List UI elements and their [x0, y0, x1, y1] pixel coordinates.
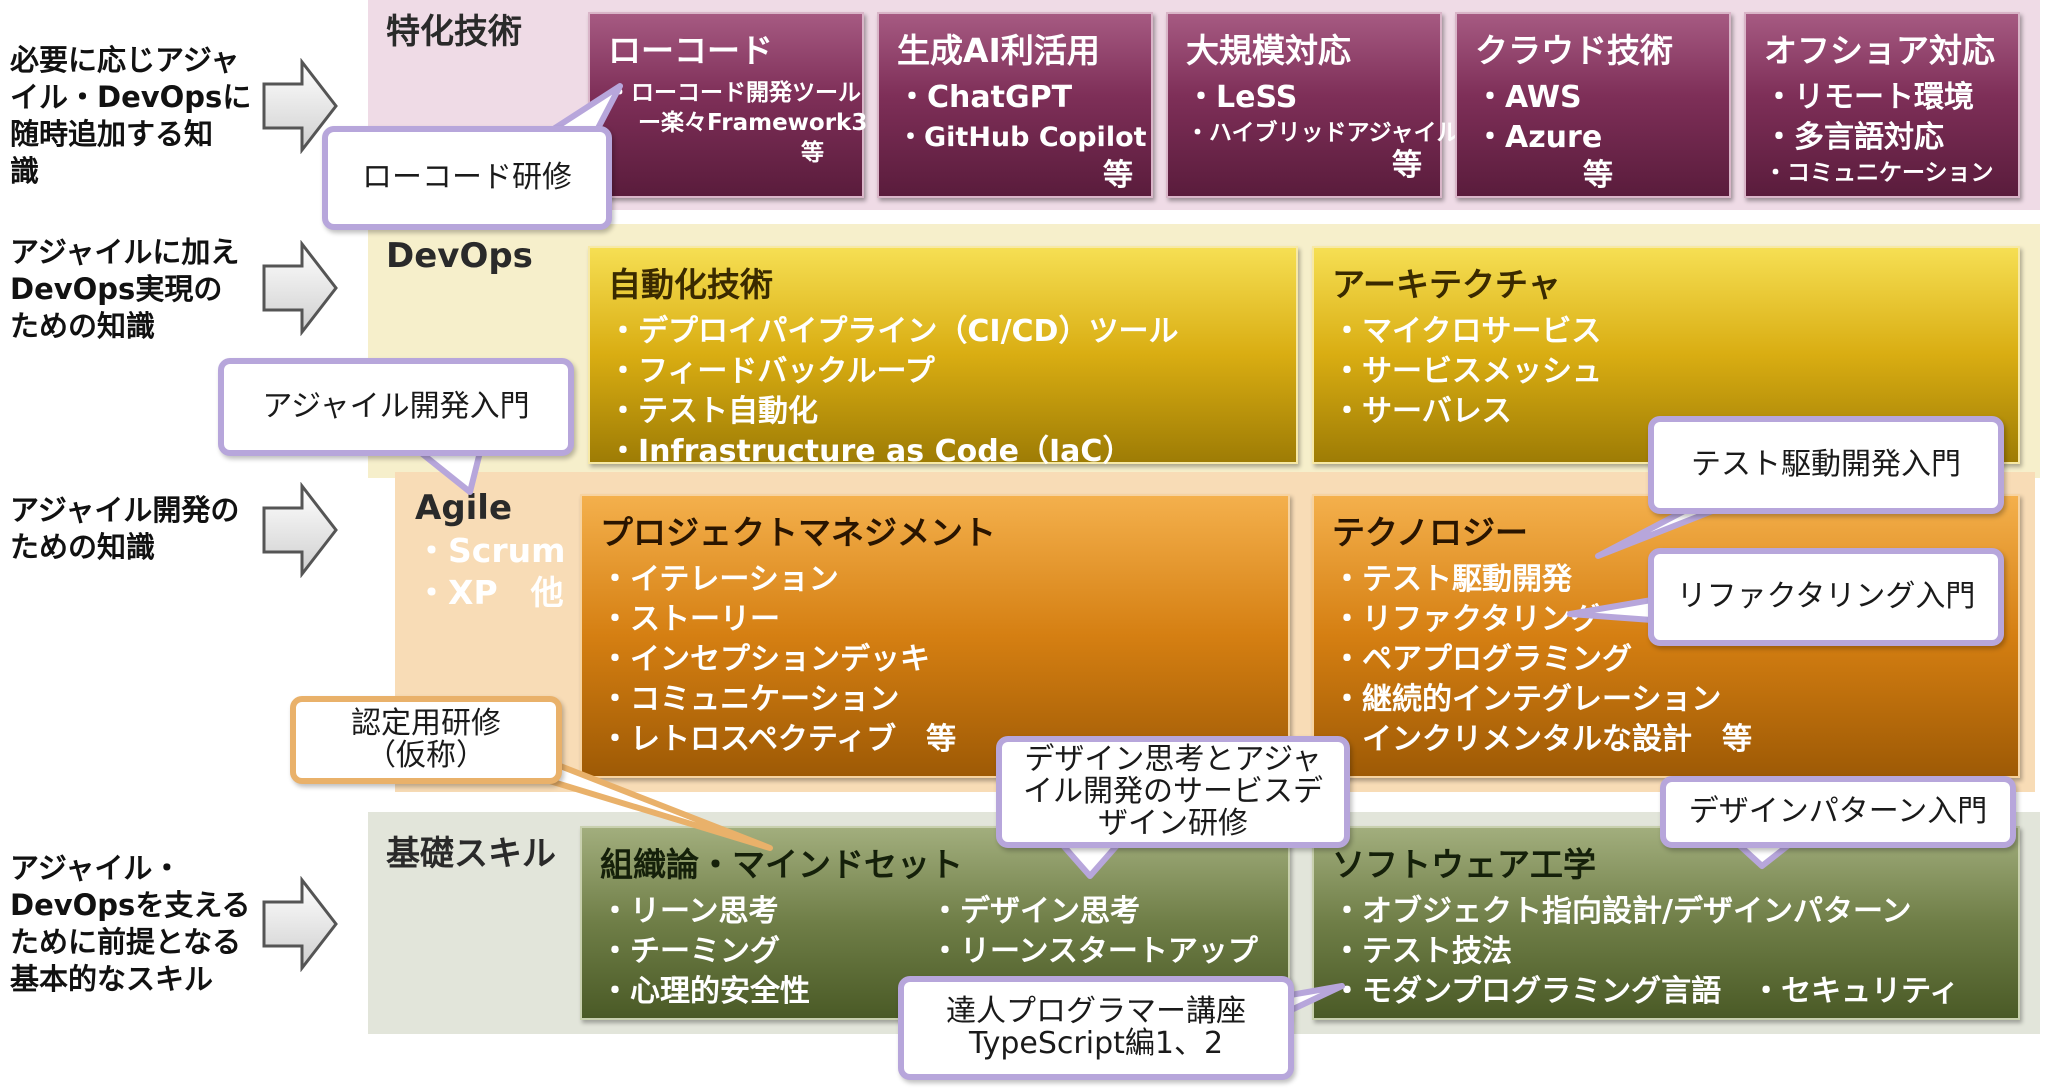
- left-label-basic: アジャイル・ DevOpsを支える ために前提となる 基本的なスキル: [10, 851, 251, 996]
- callout-design-pattern-intro: デザインパターン入門: [1660, 776, 2016, 848]
- box-item: ・ペアプログラミング: [1332, 642, 1632, 677]
- box-item: ・リファクタリング: [1332, 602, 1601, 637]
- box-title: 組織論・マインドセット: [600, 845, 963, 884]
- box-item: ・Azure: [1475, 120, 1603, 155]
- offshore-box: オフショア対応 ・リモート環境 ・多言語対応 ・コミュニケーション: [1744, 12, 2020, 198]
- callout-refactoring-intro: リファクタリング入門: [1648, 548, 2004, 646]
- callout-design-thinking-training: デザイン思考とアジャ イル開発のサービスデ ザイン研修: [996, 736, 1350, 848]
- box-title: クラウド技術: [1475, 31, 1673, 70]
- box-item: ・マイクロサービス: [1332, 314, 1602, 349]
- box-item: インクリメンタルな設計 等: [1332, 722, 1752, 757]
- left-label-devops: アジャイルに加え DevOps実現の ための知識: [10, 235, 240, 343]
- box-item: ー楽々Framework3: [638, 110, 868, 136]
- box-item: ・インセプションデッキ: [600, 642, 930, 677]
- callout-certification-training: 認定用研修 （仮称）: [290, 696, 562, 784]
- box-item: ・AWS: [1475, 80, 1582, 115]
- box-title: 大規模対応: [1186, 31, 1351, 70]
- cloud-box: クラウド技術 ・AWS ・Azure 等: [1455, 12, 1731, 198]
- box-item: ・イテレーション: [600, 562, 839, 597]
- box-item: ・テスト自動化: [608, 394, 818, 429]
- box-item: ・Infrastructure as Code（IaC）: [608, 434, 1133, 469]
- automation-box: 自動化技術 ・デプロイパイプライン（CI/CD）ツール ・フィードバックループ …: [588, 246, 1298, 469]
- box-item: ・チーミング: [600, 934, 780, 969]
- large-scale-box: 大規模対応 ・LeSS ・ハイブリッドアジャイル 等: [1166, 12, 1460, 198]
- box-title: ソフトウェア工学: [1332, 845, 1596, 884]
- box-item: ・多言語対応: [1764, 120, 1944, 155]
- software-engineering-box: ソフトウェア工学 ・オブジェクト指向設計/デザインパターン ・テスト技法 ・モダ…: [1312, 826, 2020, 1020]
- callout-tail-agile-intro: [417, 449, 483, 495]
- callout-lowcode-training: ローコード研修: [322, 126, 612, 230]
- project-management-box: プロジェクトマネジメント ・イテレーション ・ストーリー ・インセプションデッキ…: [580, 494, 1290, 778]
- agile-methods-list: ・Scrum ・XP 他: [415, 530, 565, 614]
- box-item: ・LeSS: [1186, 80, 1298, 115]
- arrow-right-icon: [262, 240, 338, 336]
- left-label-agile: アジャイル開発の ための知識: [10, 493, 240, 564]
- box-item: ・ストーリー: [600, 602, 780, 637]
- box-title: オフショア対応: [1764, 31, 1995, 70]
- box-item-trail: 等: [1392, 148, 1422, 183]
- lowcode-box: ローコード ・ローコード開発ツール ー楽々Framework3 等: [588, 12, 868, 198]
- specialized-layer-title: 特化技術: [386, 12, 522, 52]
- box-title: テクノロジー: [1332, 513, 1529, 552]
- box-title: プロジェクトマネジメント: [600, 513, 996, 552]
- agile-method-item: ・Scrum: [415, 531, 566, 570]
- box-item-trail: 等: [801, 140, 824, 166]
- left-label-specialized: 必要に応じアジャ イル・DevOpsに 随時追加する知 識: [10, 43, 252, 188]
- callout-agile-intro: アジャイル開発入門: [218, 358, 574, 456]
- box-item: ・コミュニケーション: [1764, 160, 1994, 186]
- box-title: アーキテクチャ: [1332, 265, 1561, 304]
- box-item-trail: 等: [1583, 158, 1613, 193]
- box-item: ・ChatGPT: [897, 80, 1073, 115]
- box-item-trail: 等: [1103, 158, 1133, 193]
- callout-master-programmer: 達人プログラマー講座 TypeScript編1、2: [898, 976, 1294, 1080]
- box-item: ・レトロスペクティブ 等: [600, 722, 957, 757]
- box-item: ・リモート環境: [1764, 80, 1974, 115]
- callout-tail-refactoring: [1567, 597, 1655, 623]
- box-item: ・フィードバックループ: [608, 354, 935, 389]
- box-item: ・心理的安全性: [600, 974, 810, 1009]
- box-item: ・リーンスタートアップ: [930, 934, 1258, 969]
- box-title: 自動化技術: [608, 265, 773, 304]
- arrow-right-icon: [262, 482, 338, 578]
- box-item: ・継続的インテグレーション: [1332, 682, 1722, 717]
- box-item: ・サービスメッシュ: [1332, 354, 1602, 389]
- callout-tdd-intro: テスト駆動開発入門: [1648, 416, 2004, 514]
- box-item: ・ハイブリッドアジャイル: [1186, 120, 1460, 146]
- basic-layer-title: 基礎スキル: [386, 834, 556, 874]
- box-item: ・GitHub Copilot: [897, 122, 1147, 153]
- box-item: ・コミュニケーション: [600, 682, 900, 717]
- box-item: ・デザイン思考: [930, 894, 1140, 929]
- arrow-right-icon: [262, 58, 338, 154]
- box-title: ローコード: [608, 31, 773, 70]
- box-item: ・モダンプログラミング言語 ・セキュリティ: [1332, 974, 1960, 1009]
- agile-layer-title: Agile: [415, 488, 513, 528]
- box-item: ・サーバレス: [1332, 394, 1512, 429]
- box-item: ・テスト駆動開発: [1332, 562, 1572, 597]
- box-item: ・リーン思考: [600, 894, 779, 929]
- agile-method-item: ・XP 他: [415, 573, 564, 612]
- box-title: 生成AI利活用: [897, 31, 1100, 70]
- arrow-right-icon: [262, 876, 338, 972]
- box-item: ・ローコード開発ツール: [608, 80, 861, 106]
- generative-ai-box: 生成AI利活用 ・ChatGPT ・GitHub Copilot 等: [877, 12, 1153, 198]
- devops-layer-title: DevOps: [386, 236, 533, 276]
- box-item: ・デプロイパイプライン（CI/CD）ツール: [608, 314, 1179, 349]
- box-item: ・オブジェクト指向設計/デザインパターン: [1332, 894, 1912, 929]
- box-item: ・テスト技法: [1332, 934, 1512, 969]
- callout-tail-certification: [537, 761, 773, 851]
